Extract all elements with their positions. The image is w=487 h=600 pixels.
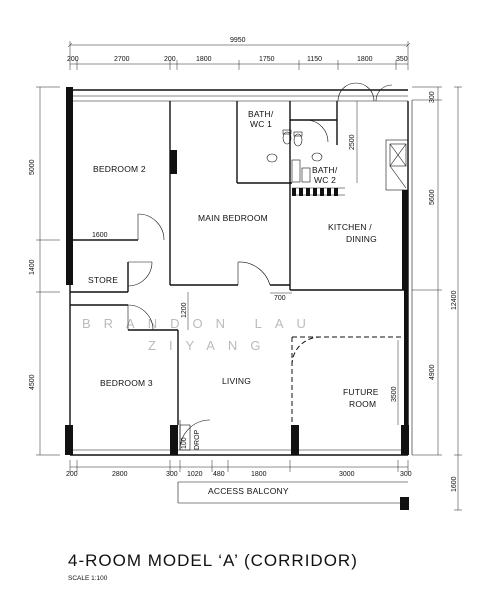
dim-bottom-8: 300 bbox=[400, 471, 412, 478]
label-drop: DROP bbox=[194, 429, 201, 450]
dim-drop-width: 100 bbox=[181, 437, 188, 449]
dim-bottom-3: 300 bbox=[166, 471, 178, 478]
dim-top-2: 2700 bbox=[114, 56, 130, 63]
label-bath-2-line2: WC 2 bbox=[314, 175, 336, 185]
structural-columns bbox=[65, 150, 409, 455]
watermark-line1: BRANDON LAU bbox=[82, 316, 319, 331]
dim-top-total: 9950 bbox=[230, 37, 246, 44]
dim-bottom-2: 2800 bbox=[112, 471, 128, 478]
left-dimensions: 5000 1400 4500 bbox=[29, 86, 60, 456]
dim-bottom-5: 480 bbox=[213, 471, 225, 478]
room-labels: BEDROOM 2 MAIN BEDROOM BATH/ WC 1 BATH/ … bbox=[88, 109, 379, 450]
scale-label: SCALE 1:100 bbox=[68, 575, 108, 582]
page-title: 4-ROOM MODEL ‘A’ (CORRIDOR) bbox=[68, 551, 358, 570]
label-store: STORE bbox=[88, 275, 118, 285]
right-dimensions: 300 5600 4900 12400 1600 bbox=[412, 86, 462, 511]
top-dimensions: 9950 200 2700 200 1800 1750 1150 1800 35… bbox=[67, 37, 411, 70]
inner-dimensions: 1600 2500 700 1200 100 3500 bbox=[77, 101, 399, 449]
dim-right-3: 4900 bbox=[429, 364, 436, 380]
dim-right-outer-2: 1600 bbox=[451, 476, 458, 492]
future-room-partition bbox=[291, 336, 408, 425]
label-bath-2-line1: BATH/ bbox=[312, 165, 338, 175]
access-balcony: ACCESS BALCONY bbox=[177, 481, 409, 510]
label-bedroom-2: BEDROOM 2 bbox=[93, 164, 146, 174]
label-future-line1: FUTURE bbox=[343, 387, 379, 397]
dim-left-3: 4500 bbox=[29, 374, 36, 390]
dim-store-passage: 1200 bbox=[181, 302, 188, 318]
dim-bottom-6: 1800 bbox=[251, 471, 267, 478]
dim-bottom-7: 3000 bbox=[339, 471, 355, 478]
label-future-line2: ROOM bbox=[349, 399, 376, 409]
bathroom-fixtures bbox=[266, 129, 323, 183]
label-bedroom-3: BEDROOM 3 bbox=[100, 378, 153, 388]
label-main-bedroom: MAIN BEDROOM bbox=[198, 213, 268, 223]
dim-top-7: 1800 bbox=[357, 56, 373, 63]
label-bath-1-line2: WC 1 bbox=[250, 119, 272, 129]
dim-right-outer-1: 12400 bbox=[451, 290, 458, 310]
label-kitchen-line1: KITCHEN / bbox=[328, 222, 372, 232]
dim-left-1: 5000 bbox=[29, 159, 36, 175]
dim-bed2-width: 1600 bbox=[92, 232, 108, 239]
label-kitchen-line2: DINING bbox=[346, 234, 377, 244]
bottom-dimensions: 200 2800 300 1020 480 1800 3000 300 bbox=[66, 460, 412, 478]
dim-top-8: 350 bbox=[396, 56, 408, 63]
dim-bath-depth: 2500 bbox=[349, 134, 356, 150]
watermark-line2: ZIYANG bbox=[148, 338, 273, 353]
refuse-drop bbox=[179, 424, 191, 451]
dim-bottom-1: 200 bbox=[66, 471, 78, 478]
dim-bottom-4: 1020 bbox=[187, 471, 203, 478]
dim-top-1: 200 bbox=[67, 56, 79, 63]
label-living: LIVING bbox=[222, 376, 251, 386]
dim-kitchen-opening: 700 bbox=[274, 295, 286, 302]
dim-left-2: 1400 bbox=[29, 259, 36, 275]
doors bbox=[127, 82, 393, 451]
dim-future-depth: 3500 bbox=[391, 386, 398, 402]
shaft-icon bbox=[385, 139, 409, 191]
dim-top-3: 200 bbox=[164, 56, 176, 63]
kitchen-counter bbox=[292, 188, 338, 196]
dim-top-5: 1750 bbox=[259, 56, 275, 63]
label-bath-1-line1: BATH/ bbox=[248, 109, 274, 119]
dim-top-4: 1800 bbox=[196, 56, 212, 63]
label-access-balcony: ACCESS BALCONY bbox=[208, 486, 289, 496]
dim-top-6: 1150 bbox=[307, 56, 322, 63]
dim-right-1: 300 bbox=[429, 91, 436, 103]
dim-right-2: 5600 bbox=[429, 189, 436, 205]
